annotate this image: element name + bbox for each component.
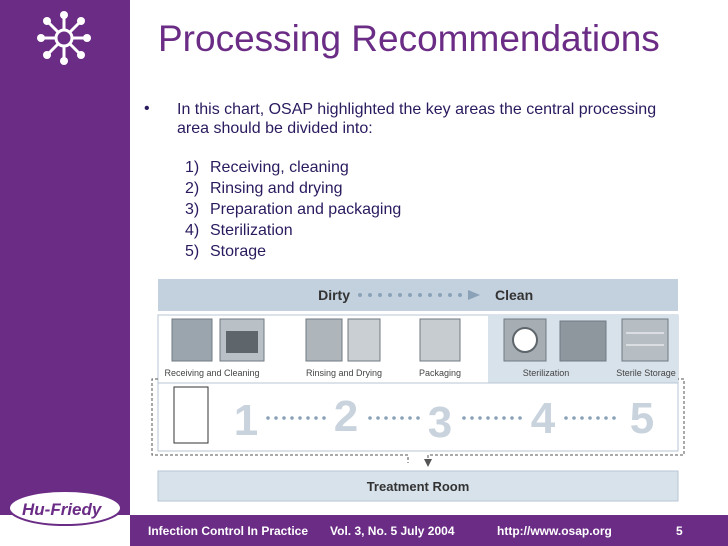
storage-equipment-image [621, 318, 669, 362]
station-label-storage: Sterile Storage [616, 368, 676, 378]
step-label: Storage [210, 243, 267, 260]
sterilization-equipment-image [503, 318, 607, 362]
treatment-room-label: Treatment Room [367, 479, 470, 494]
step-number: 2) [185, 180, 200, 197]
step-number: 4) [185, 222, 200, 239]
rinsing-equipment-image [305, 318, 381, 362]
step-number: 3) [185, 201, 200, 218]
step-item: 5) Storage [185, 241, 401, 262]
step-item: 3) Preparation and packaging [185, 199, 401, 220]
arrow-right-icon [468, 290, 480, 300]
footer-issue: Vol. 3, No. 5 July 2004 [330, 524, 455, 538]
station-label-sterilization: Sterilization [523, 368, 570, 378]
clean-label: Clean [495, 287, 533, 303]
arrow-down-icon [424, 459, 432, 467]
brand-logo-text: Hu-Friedy [22, 500, 102, 519]
footer-url[interactable]: http://www.osap.org [497, 524, 612, 538]
slide-title: Processing Recommendations [158, 18, 660, 59]
step-label: Sterilization [210, 222, 293, 239]
return-flow-lines [151, 378, 685, 463]
packaging-equipment-image [419, 318, 461, 362]
steps-list: 1) Receiving, cleaning 2) Rinsing and dryi… [185, 157, 401, 262]
step-number: 1) [185, 159, 200, 176]
step-label: Receiving, cleaning [210, 159, 349, 176]
snowflake-logo-icon [37, 11, 91, 65]
step-number-3: 3 [428, 398, 452, 447]
step-item: 2) Rinsing and drying [185, 178, 401, 199]
station-label-packaging: Packaging [419, 368, 461, 378]
dirty-to-clean-dots [358, 293, 462, 297]
step-label: Preparation and packaging [210, 201, 402, 218]
footer-bar: Infection Control In Practice Vol. 3, No… [130, 515, 728, 546]
receiving-equipment-image [171, 318, 265, 362]
workflow-diagram: Dirty Clean Receiving and Cleaning Rinsi… [151, 279, 685, 502]
treatment-room-box [157, 470, 679, 502]
step-item: 1) Receiving, cleaning [185, 157, 401, 178]
number-connector-dots [266, 416, 616, 420]
step-number-1: 1 [234, 396, 258, 445]
step-number-4: 4 [531, 394, 556, 443]
station-label-receiving: Receiving and Cleaning [164, 368, 259, 378]
bullet-marker: • [144, 100, 150, 117]
left-sidebar [0, 0, 130, 515]
footer-journal: Infection Control In Practice [148, 524, 309, 538]
step-number-5: 5 [630, 394, 654, 443]
station-label-rinsing: Rinsing and Drying [306, 368, 382, 378]
brand-logo-badge [8, 490, 122, 526]
step-number: 5) [185, 243, 200, 260]
step-number-2: 2 [334, 392, 358, 441]
step-item: 4) Sterilization [185, 220, 401, 241]
step-label: Rinsing and drying [210, 180, 343, 197]
dirty-label: Dirty [318, 287, 350, 303]
footer-page-number: 5 [676, 524, 683, 538]
door-outline [173, 386, 209, 444]
intro-text: In this chart, OSAP highlighted the key … [177, 101, 657, 137]
